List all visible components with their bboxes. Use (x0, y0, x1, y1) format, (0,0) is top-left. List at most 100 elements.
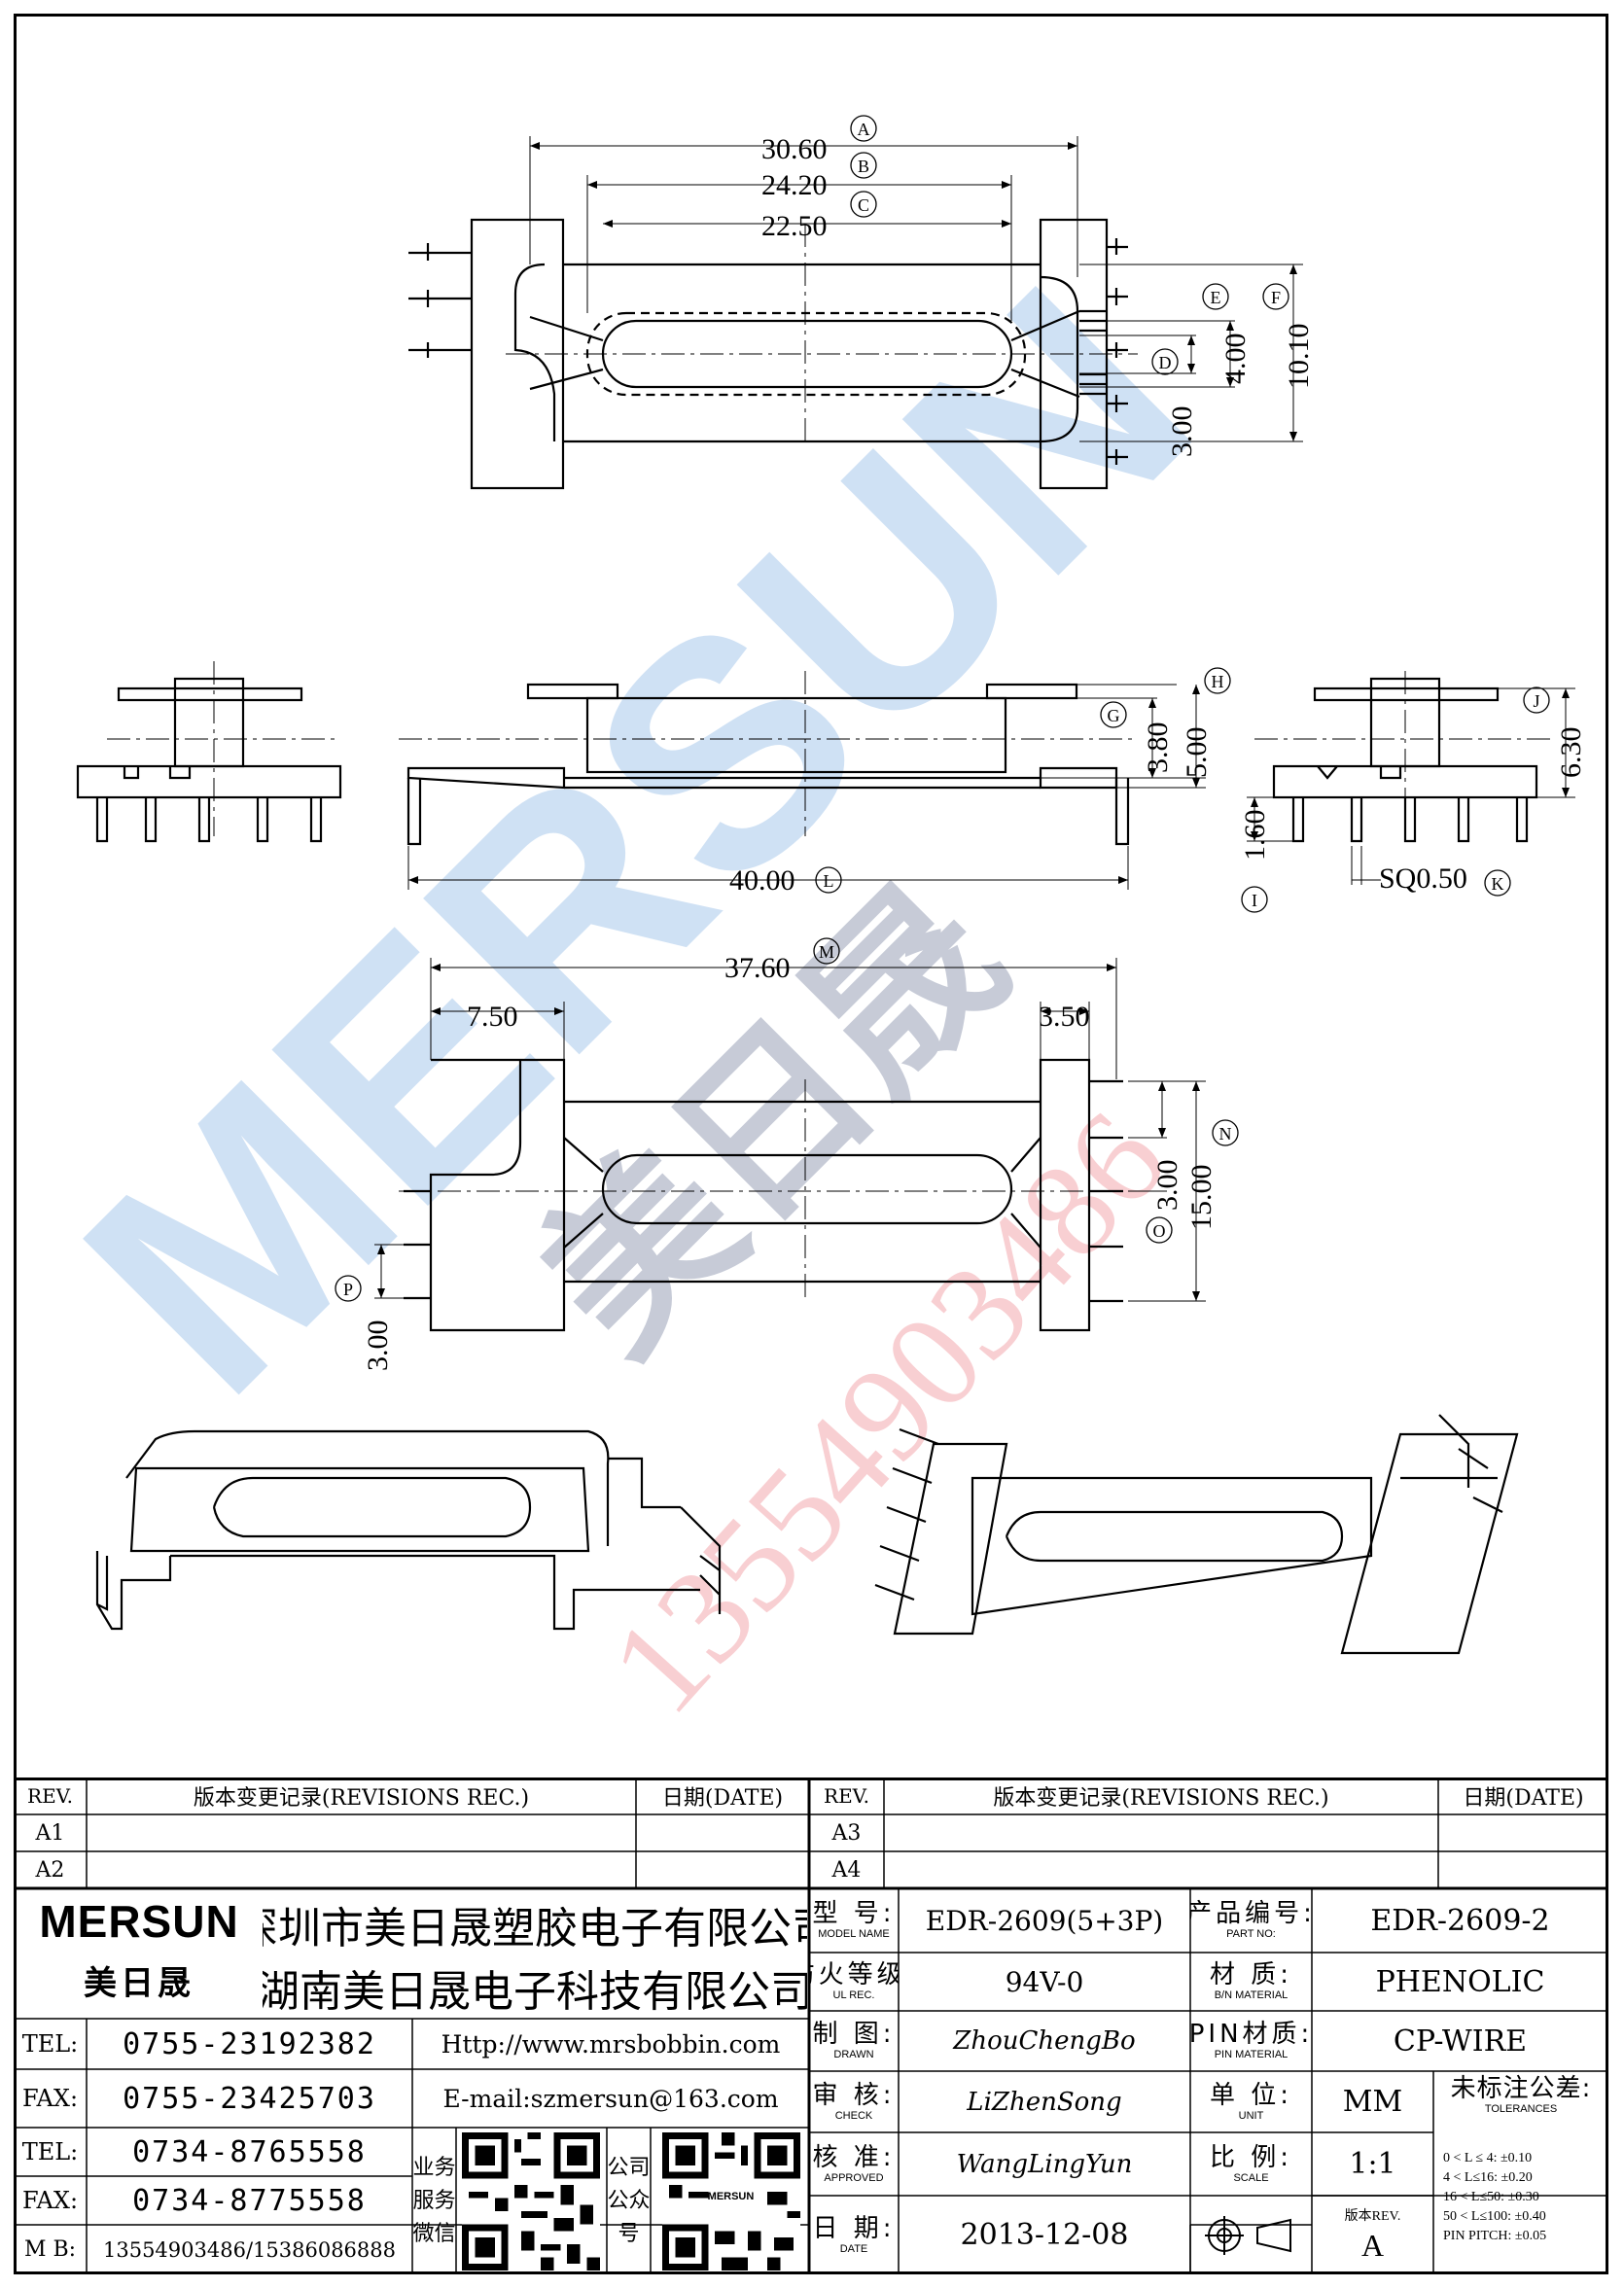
date-label: 日 期:DATE (812, 2213, 896, 2255)
ref-o: O (1153, 1221, 1166, 1241)
version-value: A (1360, 2227, 1385, 2263)
ref-i: I (1252, 891, 1257, 910)
ref-d: D (1159, 353, 1172, 372)
ul-value: 94V-0 (1005, 1965, 1084, 1998)
dim-g: 3.80 (1142, 722, 1174, 774)
ref-h: H (1212, 672, 1224, 691)
dim-h: 5.00 (1181, 727, 1213, 779)
version-label: 版本REV. (1344, 2208, 1401, 2224)
scale-value: 1:1 (1349, 2147, 1396, 2181)
dim-c: 22.50 (761, 210, 828, 242)
rev-date-header: 日期(DATE) (661, 1786, 784, 1811)
ref-c: C (858, 195, 869, 215)
ref-k: K (1492, 874, 1504, 894)
version-cell: 版本REV. A (1312, 2196, 1433, 2274)
ref-g: G (1108, 706, 1120, 725)
wechat-qr-code (459, 2130, 603, 2271)
title-block: REV. 版本变更记录(REVISIONS REC.) 日期(DATE) A1 … (14, 1778, 1608, 2274)
model-value: EDR-2609(5+3P) (925, 1904, 1164, 1937)
rev-header-right: REV. (824, 1784, 869, 1808)
dim-o: 3.00 (1151, 1160, 1183, 1212)
tel1-label: TEL: (21, 2030, 79, 2058)
fax1-value: 0755-23425703 (123, 2081, 376, 2116)
unit-label: 单 位:UNIT (1209, 2080, 1293, 2122)
rev-row-a1: A1 (35, 1820, 65, 1846)
company-name-hunan: 湖南美日晟电子科技有限公司 (263, 1966, 807, 2017)
part-value: EDR-2609-2 (1370, 1903, 1550, 1938)
dim-b: 24.20 (761, 169, 828, 201)
technical-drawing: MERSUN 美日晟 13554903486 (18, 115, 1587, 1742)
ref-e: E (1211, 288, 1221, 307)
qr-center-logo: MERSUN (707, 2191, 755, 2202)
front-view (406, 683, 1130, 846)
rev-date-header-right: 日期(DATE) (1463, 1786, 1584, 1811)
bobbin-material-value: PHENOLIC (1375, 1964, 1545, 1999)
dim-m: 37.60 (724, 952, 791, 984)
scale-label: 比 例:SCALE (1209, 2142, 1293, 2184)
fax2-value: 0734-8775558 (132, 2183, 367, 2218)
company-logo-cn: 美日晟 (84, 1963, 194, 2003)
isometric-view-left (95, 1429, 722, 1631)
dim-i: 1.60 (1239, 810, 1271, 862)
tolerance-row: 50 < L≤100: ±0.40 (1443, 2208, 1546, 2224)
ref-l: L (824, 871, 834, 891)
ul-label: 防火等级:UL REC. (809, 1960, 899, 2001)
isometric-view-right (874, 1414, 1519, 1655)
company-name-shenzhen: 深圳市美日晟塑胶电子有限公司 (263, 1903, 807, 1954)
date-value: 2013-12-08 (960, 2218, 1129, 2252)
ref-m: M (819, 942, 834, 962)
drawn-label: 制 图:DRAWN (812, 2020, 896, 2060)
company-logo: MERSUN (39, 1896, 239, 1947)
tolerance-row: PIN PITCH: ±0.05 (1443, 2228, 1547, 2243)
dim-a: 30.60 (761, 133, 828, 165)
tolerance-list: 0 < L ≤ 4: ±0.10 4 < L≤16: ±0.20 16 < L≤… (1433, 2120, 1608, 2274)
pin-material-label: PIN材质:PIN MATERIAL (1190, 2020, 1312, 2060)
pin-material-value: CP-WIRE (1393, 2024, 1528, 2059)
watermark: MERSUN 美日晟 13554903486 (18, 221, 1255, 1741)
rev-row-a2: A2 (35, 1857, 65, 1883)
model-label: 型 号:MODEL NAME (812, 1899, 896, 1940)
dim-n: 15.00 (1185, 1165, 1218, 1231)
dim-e: 4.00 (1219, 334, 1252, 385)
rev-header: REV. (27, 1784, 73, 1808)
rev-row-a3: A3 (831, 1820, 862, 1846)
ref-j: J (1533, 691, 1539, 711)
tel2-value: 0734-8765558 (132, 2134, 367, 2169)
tolerance-row: 16 < L≤50: ±0.30 (1443, 2189, 1539, 2204)
qr-official-label: 公司公众号 (607, 2155, 651, 2246)
mobile-value: 13554903486/15386086888 (102, 2237, 396, 2262)
tolerance-row: 4 < L≤16: ±0.20 (1443, 2169, 1533, 2185)
check-value: LiZhenSong (967, 2087, 1122, 2117)
dim-l: 40.00 (729, 864, 795, 897)
projection-symbol-icon (1190, 2196, 1312, 2274)
tolerance-label: 未标注公差:TOLERANCES (1450, 2074, 1592, 2115)
approved-value: WangLingYun (956, 2149, 1133, 2179)
dim-right-offset: 3.50 (1039, 1001, 1090, 1033)
ref-f: F (1271, 288, 1281, 307)
end-view-left (76, 677, 342, 843)
ref-b: B (858, 157, 869, 176)
unit-value: MM (1342, 2085, 1403, 2119)
bobbin-material-label: 材 质:B/N MATERIAL (1209, 1960, 1293, 2001)
tel1-value: 0755-23192382 (123, 2026, 376, 2061)
fax2-label: FAX: (21, 2187, 79, 2214)
rev-rec-header: 版本变更记录(REVISIONS REC.) (193, 1786, 530, 1811)
mobile-label: M B: (23, 2237, 77, 2262)
ref-p: P (343, 1280, 353, 1299)
drawn-value: ZhouChengBo (953, 2026, 1136, 2056)
ref-a: A (858, 120, 870, 139)
tel2-label: TEL: (21, 2138, 79, 2165)
rev-row-a4: A4 (831, 1857, 862, 1883)
dim-k: SQ0.50 (1379, 862, 1467, 895)
website-link[interactable]: Http://www.mrsbobbin.com (441, 2029, 781, 2059)
qr-wechat-label: 业务服务微信 (412, 2155, 456, 2246)
email-link[interactable]: E-mail:szmersun@163.com (442, 2084, 779, 2113)
part-label: 产品编号:PART NO: (1190, 1899, 1312, 1940)
rev-rec-header-right: 版本变更记录(REVISIONS REC.) (993, 1786, 1329, 1811)
dim-left-offset: 7.50 (467, 1001, 518, 1033)
bottom-view (404, 1058, 1123, 1332)
check-label: 审 核:CHECK (812, 2080, 896, 2122)
approved-label: 核 准:APPROVED (812, 2142, 896, 2184)
fax1-label: FAX: (21, 2085, 79, 2112)
dim-d: 3.00 (1166, 406, 1198, 458)
